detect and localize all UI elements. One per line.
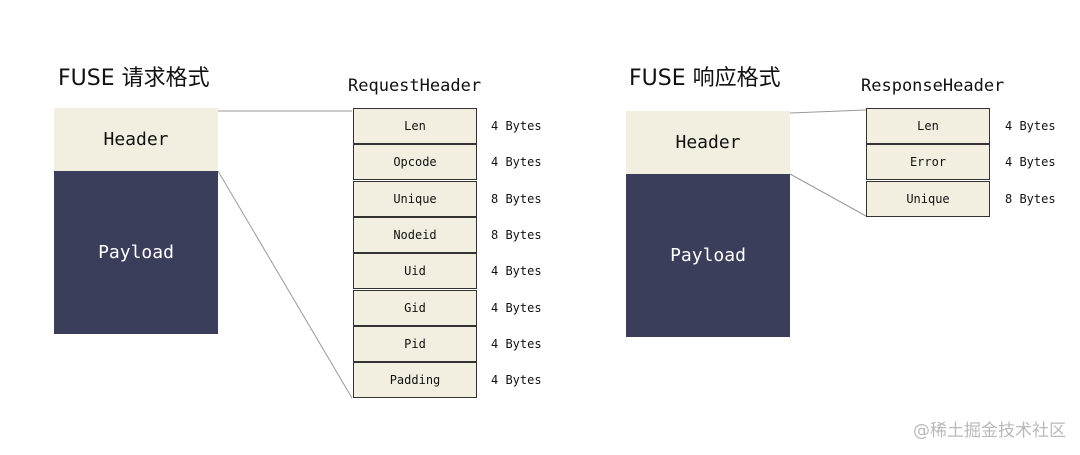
response-title: FUSE 响应格式 bbox=[629, 66, 781, 91]
request-field-name: Opcode bbox=[393, 155, 437, 170]
request-field-4: Uid bbox=[353, 253, 477, 290]
request-field-name: Padding bbox=[389, 373, 441, 388]
response-header-label: Header bbox=[675, 132, 741, 153]
request-header-detail-title: RequestHeader bbox=[348, 76, 482, 96]
request-payload-label: Payload bbox=[98, 242, 174, 263]
request-field-name: Nodeid bbox=[393, 227, 437, 242]
response-connector-top bbox=[789, 109, 867, 114]
request-field-name: Len bbox=[404, 119, 426, 133]
request-field-0: Len bbox=[353, 108, 477, 144]
request-field-size: 4 Bytes bbox=[491, 373, 542, 388]
request-field-size: 4 Bytes bbox=[491, 155, 542, 170]
watermark: @稀土掘金技术社区 bbox=[913, 421, 1066, 441]
request-header-block: Header bbox=[54, 108, 218, 171]
request-field-size: 4 Bytes bbox=[491, 264, 542, 279]
response-field-name: Unique bbox=[906, 191, 950, 206]
request-connector-bottom bbox=[217, 170, 353, 399]
response-header-detail-title: ResponseHeader bbox=[861, 76, 1005, 96]
request-field-size: 4 Bytes bbox=[491, 119, 542, 133]
request-field-name: Gid bbox=[404, 300, 426, 315]
request-field-2: Unique bbox=[353, 180, 477, 217]
request-payload-block: Payload bbox=[54, 171, 218, 334]
request-title: FUSE 请求格式 bbox=[58, 66, 210, 91]
request-field-7: Padding bbox=[353, 362, 477, 399]
response-payload-block: Payload bbox=[626, 174, 790, 337]
response-field-size: 8 Bytes bbox=[1005, 191, 1056, 206]
request-field-name: Uid bbox=[404, 264, 426, 279]
request-field-name: Unique bbox=[393, 191, 437, 206]
response-header-block: Header bbox=[626, 111, 790, 174]
response-field-2: Unique bbox=[866, 180, 990, 217]
request-field-size: 8 Bytes bbox=[491, 191, 542, 206]
request-field-6: Pid bbox=[353, 325, 477, 362]
response-field-0: Len bbox=[866, 108, 990, 144]
request-field-name: Pid bbox=[404, 336, 426, 351]
request-field-size: 4 Bytes bbox=[491, 300, 542, 315]
response-payload-label: Payload bbox=[670, 245, 746, 266]
response-field-name: Error bbox=[909, 155, 947, 170]
request-field-5: Gid bbox=[353, 289, 477, 326]
response-field-name: Len bbox=[917, 119, 939, 133]
request-field-size: 8 Bytes bbox=[491, 227, 542, 242]
request-field-1: Opcode bbox=[353, 144, 477, 181]
request-field-size: 4 Bytes bbox=[491, 336, 542, 351]
response-connector-bottom bbox=[789, 173, 867, 217]
request-header-label: Header bbox=[103, 129, 169, 150]
response-field-size: 4 Bytes bbox=[1005, 119, 1056, 133]
request-field-3: Nodeid bbox=[353, 216, 477, 253]
response-field-size: 4 Bytes bbox=[1005, 155, 1056, 170]
response-field-1: Error bbox=[866, 144, 990, 181]
